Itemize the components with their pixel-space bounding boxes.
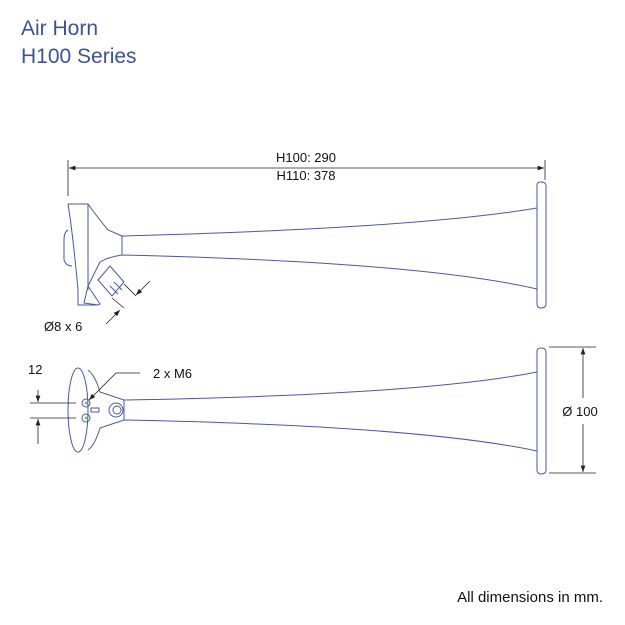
mount-spacing-dimension: 12 — [28, 362, 76, 444]
side-head — [68, 203, 123, 306]
horn-side-view — [63, 181, 547, 309]
title-line-2: H100 Series — [21, 45, 137, 68]
top-tube-top — [123, 371, 538, 401]
mount-bolt-2 — [81, 413, 91, 423]
footer-note: All dimensions in mm. — [457, 589, 603, 606]
length-h100-label: H100: 290 — [276, 150, 336, 165]
side-hose-fitting — [97, 265, 125, 297]
mount-bolt-label: 2 x M6 — [153, 366, 192, 381]
side-back-plate — [63, 229, 73, 267]
hose-size-label: Ø8 x 6 — [44, 319, 82, 334]
mount-bolt-leader: 2 x M6 — [88, 366, 192, 401]
top-tube-bottom — [123, 419, 538, 452]
horn-top-view — [67, 347, 547, 475]
title-line-1: Air Horn — [21, 17, 99, 40]
side-tube-top — [121, 207, 538, 237]
length-h110-label: H110: 378 — [276, 168, 335, 183]
mount-bolt-1 — [81, 398, 91, 408]
bell-diameter-label: Ø 100 — [562, 404, 597, 419]
length-dimension: H100: 290 H110: 378 — [67, 150, 546, 196]
top-inlet-inner — [112, 405, 122, 415]
top-bell — [536, 347, 547, 475]
hose-dimension: Ø8 x 6 — [44, 280, 151, 334]
side-flange — [67, 203, 98, 306]
top-inlet-fitting — [108, 402, 124, 418]
mount-slot — [90, 407, 100, 413]
side-tube-bottom — [121, 254, 538, 290]
mount-spacing-label: 12 — [28, 362, 42, 377]
side-bell — [536, 181, 547, 309]
bell-diameter-dimension: Ø 100 — [549, 346, 598, 474]
top-head — [87, 369, 125, 451]
top-flange — [67, 367, 89, 453]
